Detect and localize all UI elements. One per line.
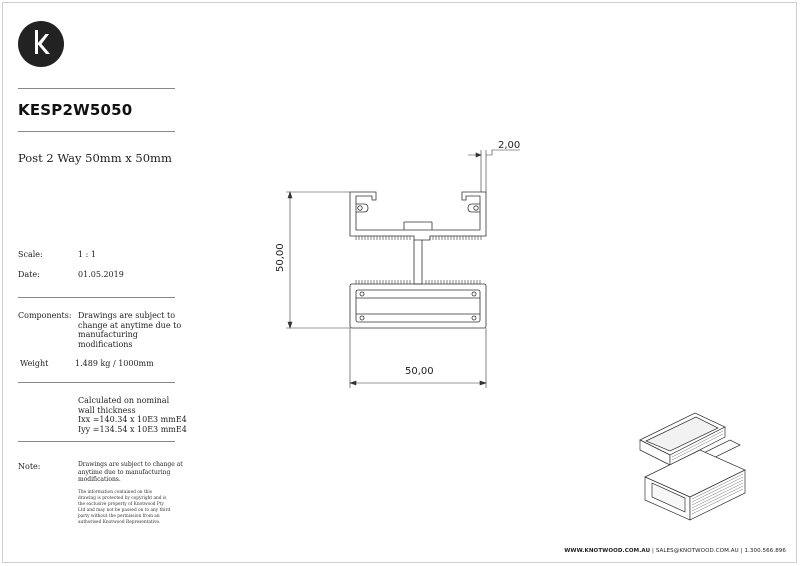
components-line: manufacturing [78,330,138,339]
groove-lines-lower-right [425,280,481,284]
lower-box-inner [355,289,481,323]
height-extension-lines [286,191,350,329]
center-web [413,240,423,285]
width-arrow-left [349,380,357,386]
footer-separator: | [652,548,654,554]
upper-left-clip [356,203,369,213]
lower-box-outline [349,283,487,329]
calc-line: Ixx =140.34 x 10E3 mmE4 [78,415,187,424]
groove-lines-lower-left [355,280,411,284]
scale-label: Scale: [18,250,43,259]
divider [18,382,175,383]
calculation-notes: Calculated on nominal wall thickness Ixx… [78,396,187,434]
height-arrow-bottom [287,321,293,329]
date-label: Date: [18,270,40,279]
components-line: Drawings are subject to [78,311,176,320]
wall-dimension: 2,00 [498,140,520,151]
upper-channel-outline [349,191,487,241]
height-arrow-top [287,191,293,199]
weight-value: 1.489 kg / 1000mm [75,359,154,368]
calc-line: Iyy =134.54 x 10E3 mmE4 [78,424,187,434]
footer-separator: | [740,548,743,554]
footer-website[interactable]: WWW.KNOTWOOD.COM.AU [564,548,651,554]
legal-line: party without the permission from an [78,514,160,519]
legal-line: authorised Knotwood Representative. [78,520,161,525]
wall-extension-lines [480,150,487,192]
lower-box-ribs [356,297,480,315]
note-line: modifications. [78,476,121,483]
wall-arrow [475,152,482,158]
note-line: Drawings are subject to change at [78,461,183,468]
knotwood-logo [18,21,64,67]
height-dimension: 50,00 [275,243,286,272]
width-dimension: 50,00 [405,366,434,377]
divider [18,297,175,298]
footer-phone[interactable]: 1.300.566.896 [744,548,786,554]
groove-lines-upper-left [355,236,411,240]
components-label: Components: [18,311,72,320]
components-value: Drawings are subject to change at anytim… [78,311,181,349]
width-extension-lines [349,328,487,388]
date-value: 01.05.2019 [78,270,124,279]
scale-value: 1 : 1 [78,250,96,259]
divider [18,441,175,442]
components-line: modifications [78,339,133,349]
divider [18,88,175,89]
width-arrow-right [479,380,487,386]
calc-line: wall thickness [78,405,136,415]
legal-line: drawing is protected by copyright and is [78,496,167,501]
legal-line: Ltd and may not be passed on to any thir… [78,508,171,513]
product-code: KESP2W5050 [18,101,133,119]
calc-line: Calculated on nominal [78,396,170,405]
divider [18,131,175,132]
product-name: Post 2 Way 50mm x 50mm [18,151,172,165]
legal-line: the exclusive property of Knotwood Pty [78,502,164,507]
weight-label: Weight [20,359,49,368]
isometric-view-icon [639,412,746,521]
logo-k-icon [35,30,50,54]
note-text: Drawings are subject to change at anytim… [78,461,183,484]
groove-lines-upper-right [429,236,482,240]
components-line: change at anytime due to [78,320,182,330]
legal-line: The information contained on this [78,490,153,495]
footer-email[interactable]: SALES@KNOTWOOD.COM.AU [655,548,739,554]
footer-contact: WWW.KNOTWOOD.COM.AU | SALES@KNOTWOOD.COM… [564,548,786,554]
upper-bridge [403,221,433,230]
upper-right-clip [467,203,480,213]
note-label: Note: [18,462,41,471]
copyright-notice: The information contained on this drawin… [78,490,178,526]
note-line: anytime due to manufacturing [78,468,171,476]
